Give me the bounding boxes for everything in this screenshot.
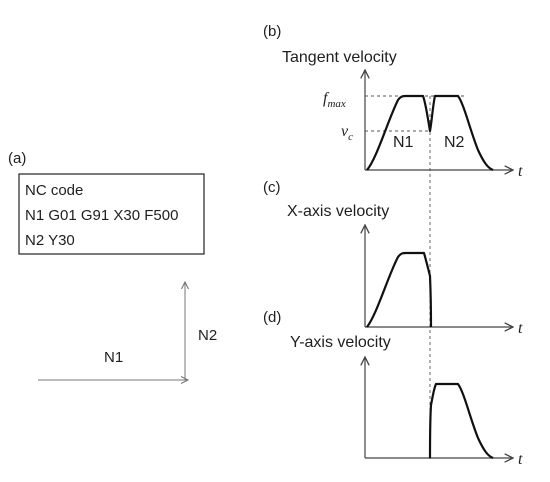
panel-d: (d) Y-axis velocity t [263, 309, 523, 468]
f-max-sub: max [327, 98, 345, 110]
f-max-label: fmax [323, 90, 346, 110]
tangent-velocity-title: Tangent velocity [282, 49, 397, 66]
v-c-sub: c [348, 131, 353, 143]
v-c-base: v [341, 123, 349, 140]
x-axis-velocity-title: X-axis velocity [287, 203, 389, 220]
x-velocity-curve [366, 251, 433, 328]
toolpath-n1-label: N1 [104, 349, 123, 366]
tangent-n2-label: N2 [444, 134, 465, 151]
nc-code-line-n1: N1 G01 G91 X30 F500 [25, 207, 178, 224]
panel-b: (b) Tangent velocity t fmax vc N1 N2 [263, 23, 523, 180]
y-velocity-time-label: t [518, 451, 523, 468]
nc-code-line-n2: N2 Y30 [25, 232, 75, 249]
panel-d-label: (d) [263, 309, 281, 326]
toolpath-n2-label: N2 [198, 327, 217, 344]
panel-b-label: (b) [263, 23, 281, 40]
f-max-base: f [323, 90, 330, 107]
nc-code-title: NC code [25, 182, 83, 199]
y-axis-velocity-title: Y-axis velocity [290, 334, 391, 351]
nc-code-box [18, 173, 205, 255]
tangent-velocity-curve [366, 94, 494, 172]
y-velocity-curve [428, 382, 494, 460]
v-c-label: vc [341, 123, 353, 143]
tangent-n1-label: N1 [393, 134, 414, 151]
panel-c: (c) X-axis velocity t [263, 179, 523, 337]
panel-c-label: (c) [263, 179, 281, 196]
tangent-time-label: t [518, 163, 523, 180]
panel-a: (a) NC code N1 G01 G91 X30 F500 N2 Y30 N… [8, 150, 217, 380]
panel-a-label: (a) [8, 150, 26, 167]
x-velocity-time-label: t [518, 320, 523, 337]
